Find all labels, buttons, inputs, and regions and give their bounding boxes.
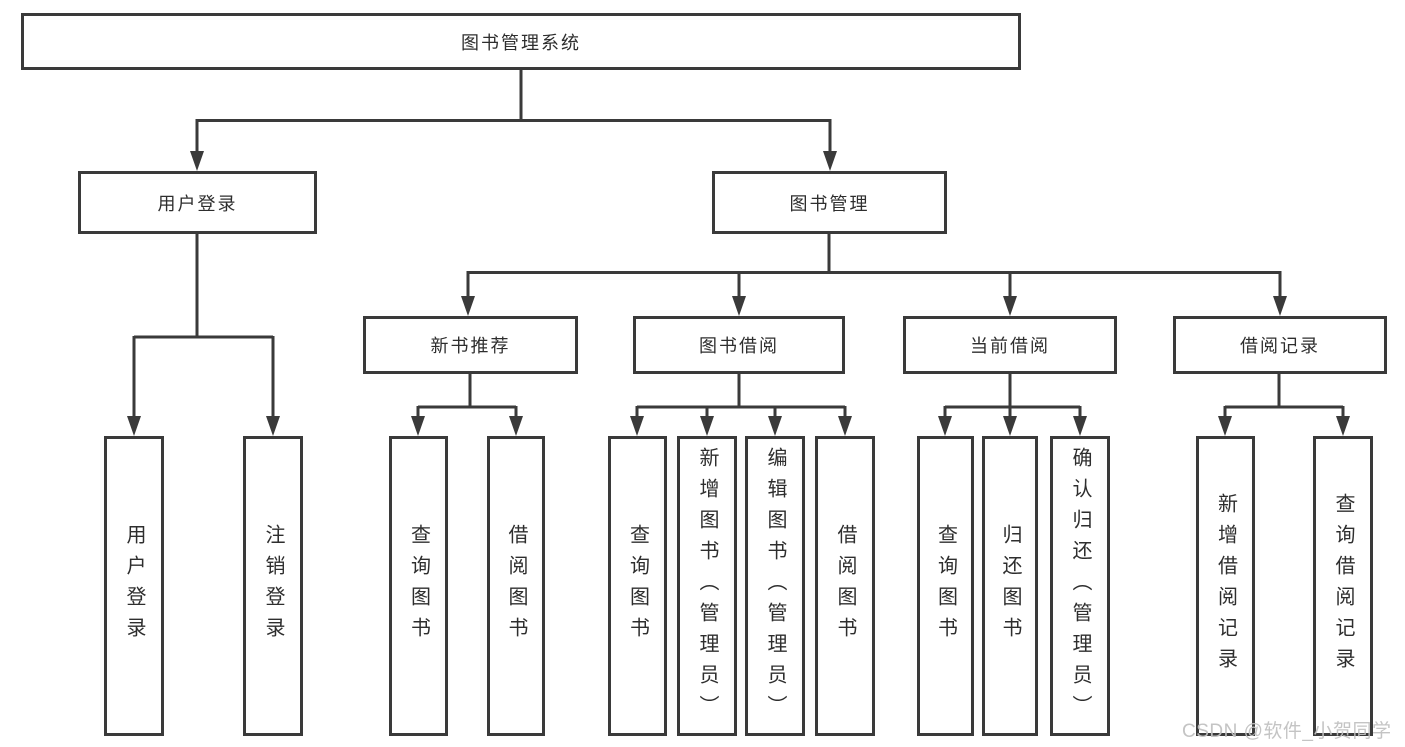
node-library-management-system: 图书管理系统 xyxy=(21,13,1021,70)
leaf-edit-books-admin: 编辑图书（管理员） xyxy=(745,436,805,736)
leaf-user-login: 用户登录 xyxy=(104,436,164,736)
node-book-management: 图书管理 xyxy=(712,171,947,234)
node-user-login: 用户登录 xyxy=(78,171,317,234)
node-current-borrow: 当前借阅 xyxy=(903,316,1117,374)
leaf-confirm-return-admin: 确认归还（管理员） xyxy=(1050,436,1110,736)
leaf-logout: 注销登录 xyxy=(243,436,303,736)
csdn-watermark: CSDN @软件_小贺同学 xyxy=(1182,721,1392,742)
node-book-borrow: 图书借阅 xyxy=(633,316,845,374)
node-borrow-records: 借阅记录 xyxy=(1173,316,1387,374)
leaf-query-books-borrow: 查询图书 xyxy=(608,436,667,736)
leaf-borrow-books: 借阅图书 xyxy=(815,436,875,736)
leaf-return-books: 归还图书 xyxy=(982,436,1038,736)
leaf-add-books-admin: 新增图书（管理员） xyxy=(677,436,737,736)
leaf-query-borrow-record: 查询借阅记录 xyxy=(1313,436,1373,736)
node-new-book-recommend: 新书推荐 xyxy=(363,316,578,374)
leaf-query-books-current: 查询图书 xyxy=(917,436,974,736)
connector-stems xyxy=(132,70,1345,417)
arrowheads xyxy=(127,151,1350,436)
leaf-borrow-books-recommend: 借阅图书 xyxy=(487,436,545,736)
leaf-query-books-recommend: 查询图书 xyxy=(389,436,448,736)
leaf-add-borrow-record: 新增借阅记录 xyxy=(1196,436,1255,736)
